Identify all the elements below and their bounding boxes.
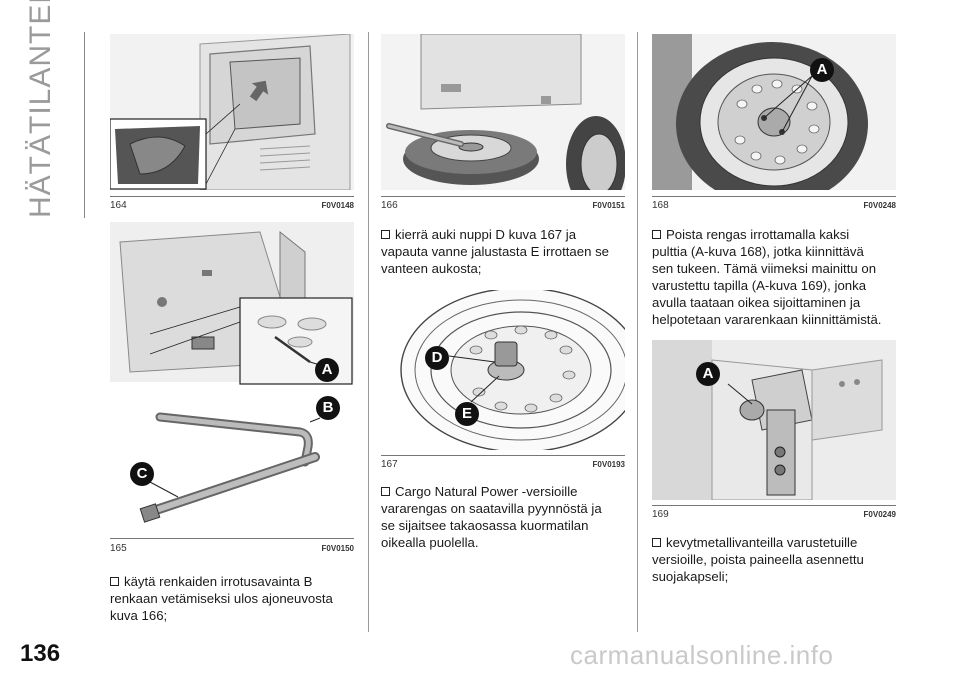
instruction-paragraph: Cargo Natural Power -versioille varareng…: [381, 484, 602, 550]
figure-code: F0V0151: [592, 201, 625, 210]
checkbox-bullet-icon: [652, 538, 661, 547]
caption-rule: [381, 196, 625, 197]
column-divider: [368, 32, 369, 632]
figure-168-image: A: [652, 34, 896, 190]
figure-167-image: D E: [381, 290, 625, 450]
instruction-paragraph: kevytmetallivanteilla varustetuille vers…: [652, 535, 864, 584]
instruction-paragraph: kierrä auki nuppi D kuva 167 ja vapauta …: [381, 227, 609, 276]
watermark: carmanualsonline.info: [570, 640, 834, 670]
checkbox-bullet-icon: [381, 487, 390, 496]
checkbox-bullet-icon: [381, 230, 390, 239]
instruction-paragraph: käytä renkaiden irrotusavainta B renkaan…: [110, 574, 333, 623]
label-a-badge: A: [810, 58, 834, 82]
instruction-paragraph: Poista rengas irrottamalla kaksi pulttia…: [652, 227, 882, 327]
checkbox-bullet-icon: [652, 230, 661, 239]
figure-code: F0V0249: [863, 510, 896, 519]
figure-number: 166: [381, 200, 398, 211]
figure-number: 164: [110, 200, 127, 211]
figure-code: F0V0248: [863, 201, 896, 210]
figure-169-image: A: [652, 340, 896, 500]
figure-code: F0V0193: [592, 460, 625, 469]
figure-code: F0V0148: [321, 201, 354, 210]
section-title: HÄTÄTILANTEET: [24, 0, 57, 218]
sidebar-divider: [84, 32, 85, 218]
figure-number: 165: [110, 543, 127, 554]
page-number: 136: [20, 640, 61, 667]
figure-165-image: A B C: [110, 222, 354, 532]
figure-166-image: [381, 34, 625, 190]
column-divider: [637, 32, 638, 632]
label-a-badge: A: [315, 358, 339, 382]
figure-number: 167: [381, 459, 398, 470]
label-b-badge: B: [316, 396, 340, 420]
label-e-badge: E: [455, 402, 479, 426]
figure-code: F0V0150: [321, 544, 354, 553]
figure-number: 169: [652, 509, 669, 520]
caption-rule: [652, 196, 896, 197]
checkbox-bullet-icon: [110, 577, 119, 586]
figure-number: 168: [652, 200, 669, 211]
caption-rule: [381, 455, 625, 456]
label-c-badge: C: [130, 462, 154, 486]
caption-rule: [652, 505, 896, 506]
caption-rule: [110, 538, 354, 539]
label-d-badge: D: [425, 346, 449, 370]
label-a-badge: A: [696, 362, 720, 386]
caption-rule: [110, 196, 354, 197]
figure-164-image: [110, 34, 354, 190]
